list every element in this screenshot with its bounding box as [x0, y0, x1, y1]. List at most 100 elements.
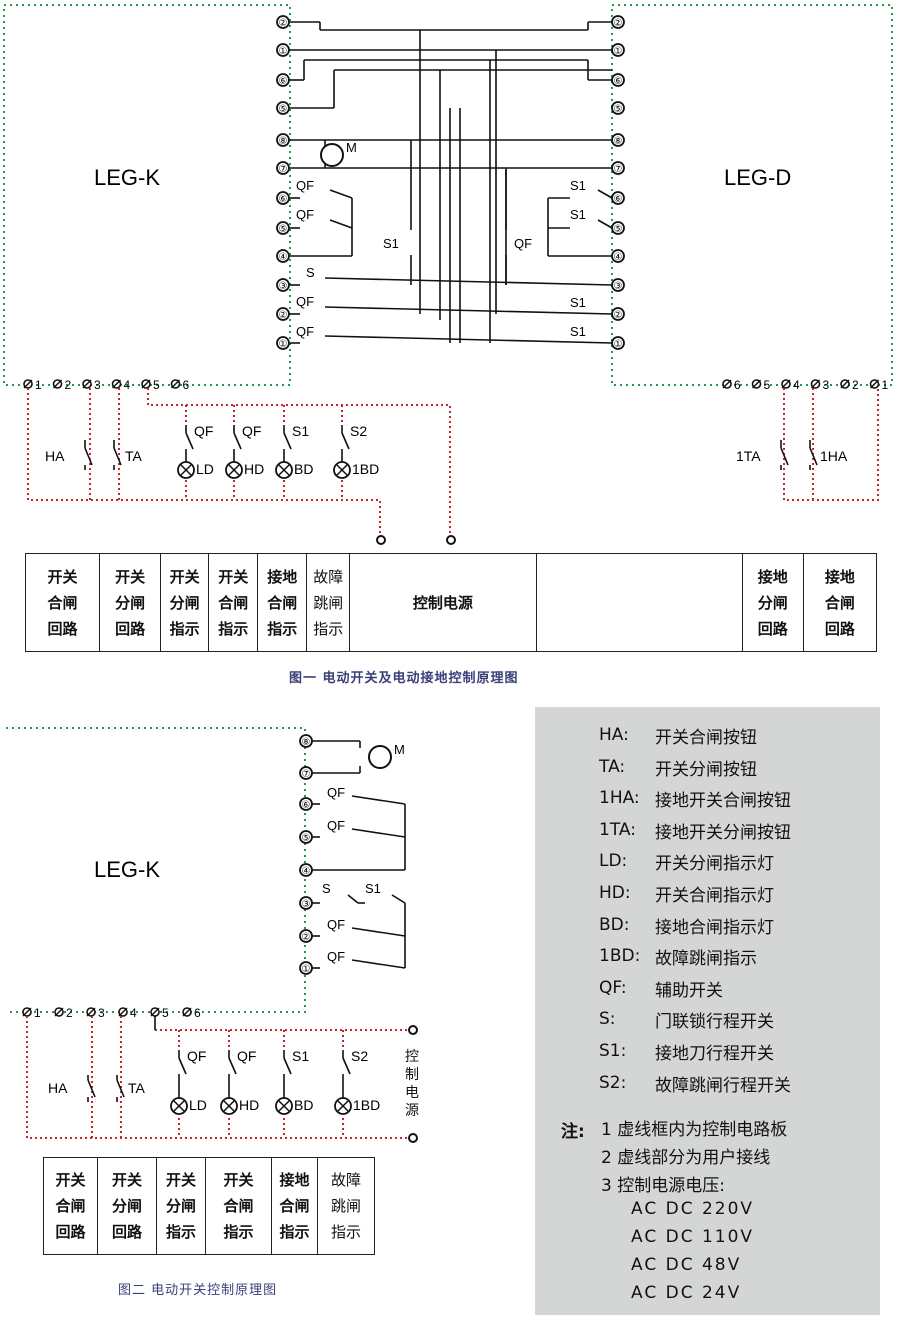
fig2-contact-label: S1	[365, 881, 381, 896]
fig2-bottom-terminal-icon	[22, 1007, 32, 1017]
bottom-terminal-number: 3	[823, 378, 830, 392]
button-1ha: 1HA	[820, 448, 848, 464]
lamp-contact-label: S1	[292, 1048, 309, 1064]
terminal-icon	[611, 191, 625, 205]
bottom-terminal-number: 2	[852, 378, 859, 392]
legend-desc: 开关合闸按钮	[655, 728, 757, 748]
terminal-icon	[276, 336, 290, 350]
lamp-label: LD	[189, 1097, 207, 1113]
terminal-number: ②	[614, 310, 623, 321]
voltage-220: AC DC 220V	[631, 1199, 755, 1219]
terminal-icon	[276, 278, 290, 292]
fig1-cell: 开关 合闸 回路	[24, 553, 101, 652]
terminal-number: ⑧	[279, 136, 288, 147]
fig2-cell: 开关 合闸 指示	[205, 1157, 272, 1255]
terminal-icon	[276, 161, 290, 175]
fig2-bottom-terminal-icon	[86, 1007, 96, 1017]
fig2-leg-k-label: LEG-K	[94, 857, 160, 882]
fig2-terminal-number: ⑦	[302, 769, 311, 780]
bottom-terminal-number: 4	[124, 378, 131, 392]
leg-k-board-outline	[3, 4, 291, 386]
fig2-contact-label: QF	[327, 818, 345, 833]
contact-label: QF	[296, 178, 314, 193]
fig1-caption: 图一 电动开关及电动接地控制原理图	[289, 671, 519, 686]
mid-contact-s1: S1	[383, 236, 399, 251]
fig2-terminal-number: ⑥	[302, 800, 311, 811]
terminal-number: ⑦	[279, 164, 288, 175]
terminal-number: ①	[614, 46, 623, 57]
fig2-bottom-terminal-number: 3	[98, 1006, 105, 1020]
terminal-icon	[611, 43, 625, 57]
terminal-number: ⑦	[614, 164, 623, 175]
terminal-icon	[611, 15, 625, 29]
fig2-motor-icon	[368, 745, 392, 769]
note-2: 2 虚线部分为用户接线	[601, 1148, 771, 1168]
terminal-number: ⑥	[279, 194, 288, 205]
terminal-number: ⑥	[614, 194, 623, 205]
bottom-terminal-number: 6	[734, 378, 741, 392]
fig2-contact-label: QF	[327, 785, 345, 800]
fig2-power-terminal-icon	[408, 1025, 418, 1035]
fig2-terminal-number: ②	[302, 932, 311, 943]
legend-key: HA:	[599, 725, 629, 745]
terminal-icon	[611, 133, 625, 147]
terminal-icon	[276, 15, 290, 29]
terminal-number: ①	[279, 46, 288, 57]
fig2-terminal-number: ⑤	[302, 833, 311, 844]
legend-desc: 接地开关合闸按钮	[655, 791, 791, 812]
contact-label: QF	[296, 324, 314, 339]
terminal-icon	[611, 307, 625, 321]
fig2-terminal-number: ⑧	[302, 737, 311, 748]
fig1-empty-cell	[535, 553, 743, 652]
fig2-terminal-number: ③	[302, 899, 311, 910]
bottom-terminal-number: 6	[183, 378, 190, 392]
lamp-label: BD	[294, 461, 313, 477]
button-ta: TA	[125, 448, 143, 464]
terminal-number: ④	[614, 252, 623, 263]
lamp-label: 1BD	[352, 461, 379, 477]
mid-contact-qf: QF	[514, 236, 532, 251]
legend-key: 1BD:	[599, 946, 641, 967]
lamp-contact-label: S1	[292, 423, 309, 439]
legend-key: HD:	[599, 883, 631, 903]
terminal-icon	[276, 249, 290, 263]
lamp-label: HD	[244, 461, 264, 477]
terminal-icon	[611, 101, 625, 115]
fig2-cell: 开关 合闸 回路	[43, 1157, 98, 1255]
legend-key: S2:	[599, 1072, 627, 1093]
fig2-contact-label: QF	[327, 949, 345, 964]
fig2-power-terminal-icon	[408, 1133, 418, 1143]
button-1ta: 1TA	[736, 448, 761, 464]
fig2-function-table: 开关 合闸 回路 开关 分闸 回路 开关 分闸 指示 开关 合闸 指示 接地 合…	[43, 1157, 375, 1255]
terminal-number: ⑧	[614, 136, 623, 147]
fig2-terminal-icon	[299, 863, 313, 877]
note-3: 3 控制电源电压:	[601, 1176, 725, 1196]
fig1-cell: 开关 分闸 回路	[99, 553, 162, 652]
lamp-icon	[334, 1097, 352, 1115]
terminal-icon	[276, 221, 290, 235]
terminal-icon	[611, 161, 625, 175]
fig2-cell: 故障 跳闸 指示	[317, 1157, 375, 1255]
fig2-cell: 开关 分闸 回路	[97, 1157, 157, 1255]
lamp-contact-label: QF	[194, 423, 213, 439]
voltage-110: AC DC 110V	[631, 1227, 755, 1247]
contact-label: S1	[570, 207, 586, 222]
legend-desc: 接地开关分闸按钮	[655, 822, 791, 843]
fig2-button-ha: HA	[48, 1080, 68, 1096]
terminal-number: ②	[279, 18, 288, 29]
fig1-cell: 接地 合闸 回路	[802, 553, 878, 652]
lamp-label: 1BD	[353, 1097, 380, 1113]
terminal-number: ⑤	[279, 224, 288, 235]
terminal-number: ①	[279, 339, 288, 350]
fig1-power-cell: 控制电源	[349, 553, 537, 652]
legend-desc: 开关分闸按钮	[655, 759, 757, 780]
fig2-terminal-number: ①	[302, 964, 311, 975]
fig2-cell: 接地 合闸 指示	[271, 1157, 318, 1255]
fig1-cell: 开关 分闸 指示	[160, 553, 210, 652]
terminal-icon	[276, 133, 290, 147]
fig2-terminal-icon	[299, 797, 313, 811]
fig2-cell: 开关 分闸 指示	[156, 1157, 206, 1255]
fig2-bottom-terminal-icon	[118, 1007, 128, 1017]
legend-desc: 辅助开关	[655, 980, 723, 1001]
